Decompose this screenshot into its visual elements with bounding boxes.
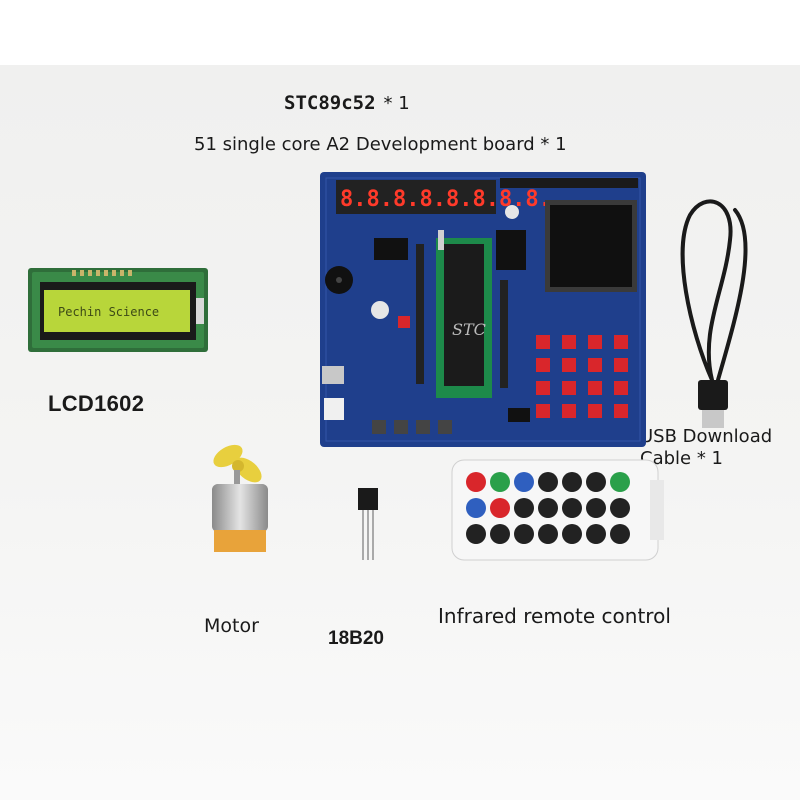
usb-plug: [698, 380, 728, 410]
chip-label: STC89c52 * 1: [284, 92, 410, 114]
remote-keypad: [466, 472, 630, 544]
remote-button: [466, 472, 486, 492]
remote-button: [514, 472, 534, 492]
development-board: 8.8.8.8.8.8.8.8. STC: [320, 172, 646, 447]
remote-button: [490, 498, 510, 518]
remote-label: Infrared remote control: [438, 604, 671, 628]
ds18b20-sensor: [358, 488, 378, 560]
lcd-label: LCD1602: [48, 391, 145, 416]
sensor-label: 18B20: [328, 628, 384, 649]
dc-motor: [212, 444, 268, 552]
chip-name: STC89c52: [284, 92, 376, 114]
remote-button: [490, 472, 510, 492]
remote-button: [610, 498, 630, 518]
remote-button: [586, 472, 606, 492]
remote-button: [514, 498, 534, 518]
usb-cable-label: USB Download Cable * 1: [640, 426, 772, 470]
remote-button: [538, 472, 558, 492]
chip-print: STC: [452, 320, 486, 339]
matrix-keypad: [536, 335, 628, 418]
remote-button: [538, 524, 558, 544]
motor-label: Motor: [204, 615, 259, 637]
remote-button: [586, 498, 606, 518]
remote-button: [562, 524, 582, 544]
remote-button: [538, 498, 558, 518]
seven-segment-display: [336, 180, 496, 214]
remote-button: [562, 498, 582, 518]
remote-button: [562, 472, 582, 492]
remote-button: [610, 472, 630, 492]
board-label: 51 single core A2 Development board * 1: [194, 134, 567, 155]
stc-chip: [444, 244, 484, 386]
lcd1602-module: Pechin Science: [28, 268, 208, 352]
remote-button: [610, 524, 630, 544]
remote-button: [490, 524, 510, 544]
usb-label-line1: USB Download: [640, 426, 773, 447]
remote-button: [466, 524, 486, 544]
chip-qty: * 1: [383, 93, 410, 114]
tft-screen: [550, 205, 632, 287]
ir-remote: [451, 459, 664, 561]
lcd-screen: [44, 290, 190, 332]
lcd-screen-text: Pechin Science: [58, 305, 159, 319]
seven-segment-text: 8.8.8.8.8.8.8.8.: [340, 187, 552, 212]
remote-button: [514, 524, 534, 544]
remote-button: [466, 498, 486, 518]
remote-button: [586, 524, 606, 544]
usb-label-line2: Cable * 1: [640, 448, 723, 469]
usb-cable: [680, 199, 748, 382]
